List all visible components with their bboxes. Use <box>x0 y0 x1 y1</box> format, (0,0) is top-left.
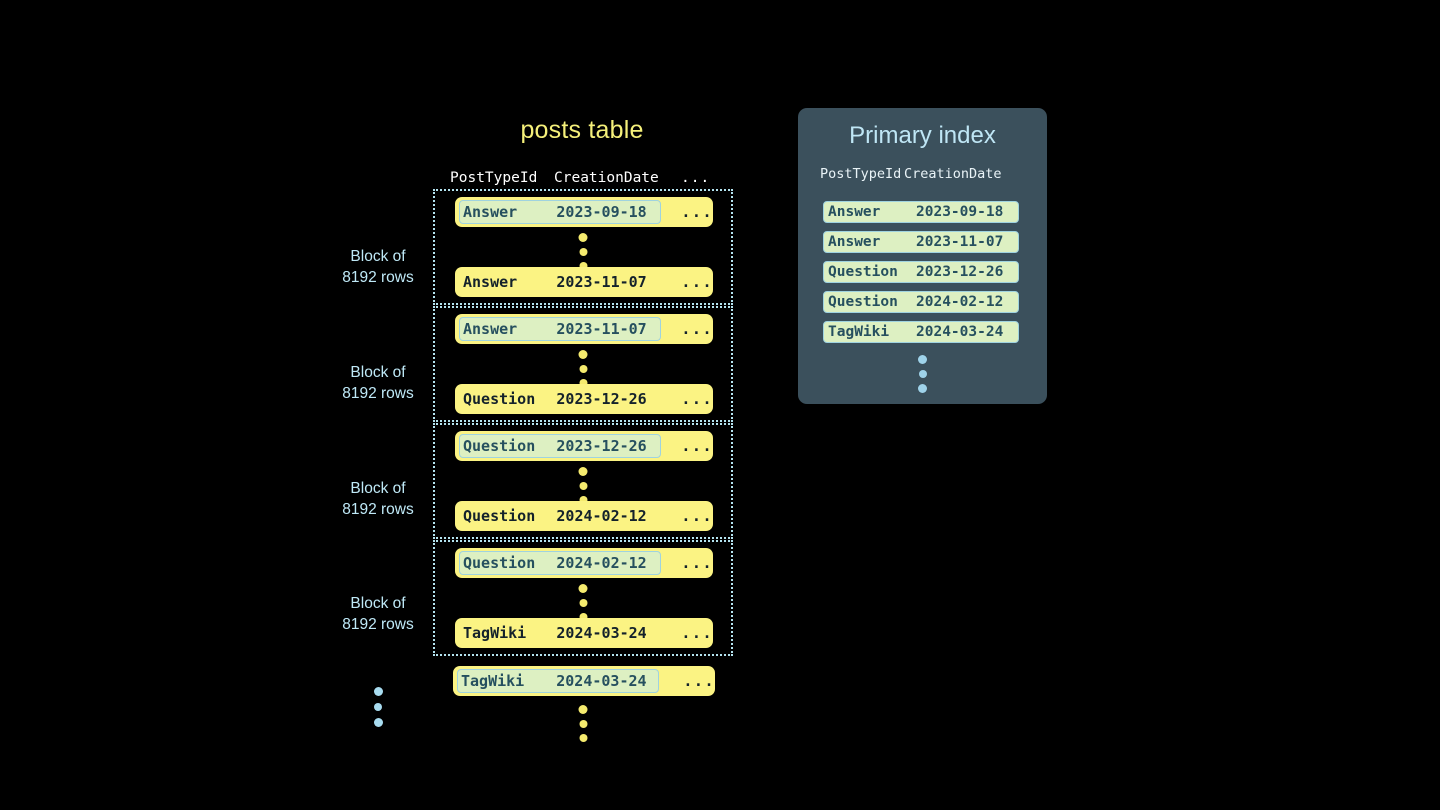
table-overflow-ellipsis <box>433 705 733 765</box>
cell-creationdate: 2023-11-07 <box>556 273 647 291</box>
cell-creationdate: 2024-02-12 <box>556 554 647 572</box>
column-header-creationdate: CreationDate <box>554 170 659 186</box>
block-label: Block of 8192 rows <box>332 593 424 635</box>
posts-table-title: posts table <box>520 116 644 144</box>
cell-more: ... <box>681 320 713 338</box>
vertical-ellipsis-icon <box>578 350 588 387</box>
column-header-more: ... <box>681 170 711 186</box>
table-row: Question 2023-12-26 ... <box>455 384 713 414</box>
vertical-ellipsis-icon <box>578 705 588 742</box>
cell-creationdate: 2024-03-24 <box>916 324 1004 340</box>
primary-index-column-headers: PostTypeId CreationDate <box>820 166 1030 182</box>
primary-index-title: Primary index <box>849 122 996 149</box>
cell-more: ... <box>681 203 713 221</box>
block-label-line2: 8192 rows <box>342 501 414 518</box>
cell-posttypeid: Question <box>463 390 536 408</box>
posts-table-blocks: Answer 2023-09-18 ... Answer 2023-11-07 … <box>433 189 733 765</box>
cell-creationdate: 2023-12-26 <box>916 264 1004 280</box>
block-label-line1: Block of <box>350 595 406 612</box>
index-overflow-ellipsis-icon <box>798 355 1047 393</box>
column-header-creationdate: CreationDate <box>904 166 1002 182</box>
vertical-ellipsis-icon <box>578 584 588 621</box>
block-label: Block of 8192 rows <box>332 478 424 520</box>
table-row: Answer 2023-11-07 ... <box>455 314 713 344</box>
column-header-posttypeid: PostTypeId <box>820 166 902 182</box>
table-block: Question 2023-12-26 ... Question 2024-02… <box>433 423 733 539</box>
cell-more: ... <box>681 273 713 291</box>
vertical-ellipsis-icon <box>578 467 588 504</box>
vertical-ellipsis-icon <box>578 233 588 270</box>
block-label-line2: 8192 rows <box>342 616 414 633</box>
block-label-line1: Block of <box>350 248 406 265</box>
primary-index-panel: Primary index PostTypeId CreationDate An… <box>798 108 1047 404</box>
table-row: Question 2024-02-12 ... <box>455 548 713 578</box>
cell-creationdate: 2024-03-24 <box>556 624 647 642</box>
cell-posttypeid: Answer <box>828 204 881 220</box>
cell-more: ... <box>681 624 713 642</box>
block-label-line1: Block of <box>350 480 406 497</box>
cell-posttypeid: Question <box>463 507 536 525</box>
cell-more: ... <box>681 507 713 525</box>
cell-creationdate: 2024-02-12 <box>916 294 1004 310</box>
cell-posttypeid: Question <box>828 294 898 310</box>
table-row: Answer 2023-11-07 ... <box>455 267 713 297</box>
posts-table-column-headers: PostTypeId CreationDate ... <box>450 168 731 188</box>
index-row: Question 2024-02-12 <box>823 291 1019 313</box>
cell-posttypeid: TagWiki <box>828 324 890 340</box>
block-label: Block of 8192 rows <box>332 362 424 404</box>
cell-posttypeid: Question <box>828 264 898 280</box>
block-label: Block of 8192 rows <box>332 246 424 288</box>
table-row: Question 2023-12-26 ... <box>455 431 713 461</box>
cell-posttypeid: TagWiki <box>463 624 527 642</box>
block-label-line2: 8192 rows <box>342 269 414 286</box>
cell-creationdate: 2024-02-12 <box>556 507 647 525</box>
cell-creationdate: 2023-11-07 <box>916 234 1004 250</box>
cell-posttypeid: Answer <box>828 234 881 250</box>
block-label-line1: Block of <box>350 364 406 381</box>
table-block: Answer 2023-09-18 ... Answer 2023-11-07 … <box>433 189 733 305</box>
column-header-posttypeid: PostTypeId <box>450 170 538 186</box>
table-row: TagWiki 2024-03-24 ... <box>455 618 713 648</box>
cell-creationdate: 2023-09-18 <box>916 204 1004 220</box>
cell-creationdate: 2024-03-24 <box>556 672 647 690</box>
table-row: Question 2024-02-12 ... <box>455 501 713 531</box>
cell-posttypeid: Answer <box>463 320 518 338</box>
cell-more: ... <box>681 554 713 572</box>
cell-creationdate: 2023-12-26 <box>556 390 647 408</box>
cell-creationdate: 2023-11-07 <box>556 320 647 338</box>
cell-posttypeid: Question <box>463 437 536 455</box>
cell-creationdate: 2023-12-26 <box>556 437 647 455</box>
table-block: Answer 2023-11-07 ... Question 2023-12-2… <box>433 306 733 422</box>
cell-more: ... <box>681 437 713 455</box>
block-label-line2: 8192 rows <box>342 385 414 402</box>
index-row: Answer 2023-11-07 <box>823 231 1019 253</box>
cell-posttypeid: Question <box>463 554 536 572</box>
block-overflow-ellipsis-icon <box>332 687 424 727</box>
cell-creationdate: 2023-09-18 <box>556 203 647 221</box>
cell-posttypeid: Answer <box>463 273 518 291</box>
index-row: TagWiki 2024-03-24 <box>823 321 1019 343</box>
table-row: Answer 2023-09-18 ... <box>455 197 713 227</box>
table-block: Question 2024-02-12 ... TagWiki 2024-03-… <box>433 540 733 656</box>
table-row-overflow: TagWiki 2024-03-24 ... <box>453 666 715 696</box>
cell-more: ... <box>681 390 713 408</box>
cell-more: ... <box>683 672 715 690</box>
cell-posttypeid: TagWiki <box>461 672 525 690</box>
index-row: Answer 2023-09-18 <box>823 201 1019 223</box>
index-row: Question 2023-12-26 <box>823 261 1019 283</box>
primary-index-rows: Answer 2023-09-18 Answer 2023-11-07 Ques… <box>823 201 1019 351</box>
cell-posttypeid: Answer <box>463 203 518 221</box>
